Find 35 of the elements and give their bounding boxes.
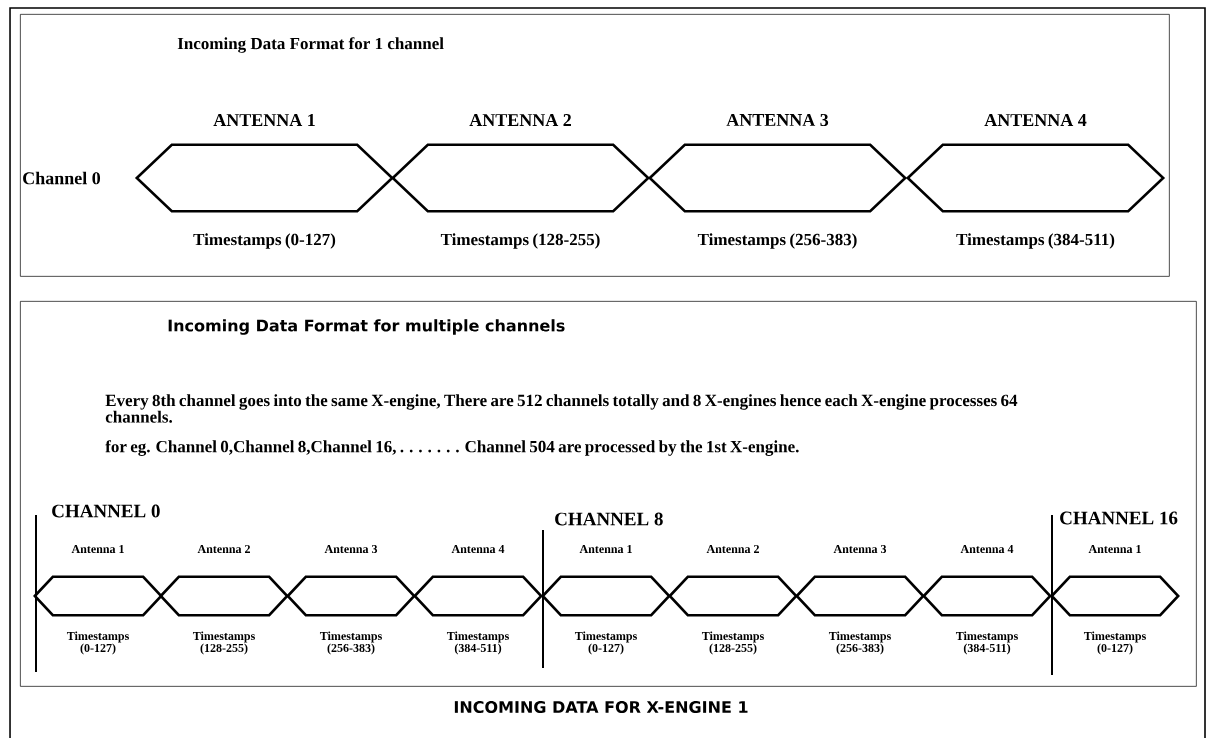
antenna-label: ANTENNA 3 xyxy=(726,113,829,127)
antenna-label: ANTENNA 1 xyxy=(213,114,315,126)
timestamp-label: Timestamps (0-127) xyxy=(66,631,129,655)
timestamp-label: Timestamps (0-127) xyxy=(1083,631,1146,655)
panel-heading: Incoming Data Format for 1 channel xyxy=(177,37,444,53)
timestamp-label: Timestamps (0-127) xyxy=(574,631,637,655)
timestamp-label: Timestamps (384-511) xyxy=(446,631,509,655)
antenna-label: Antenna 1 xyxy=(579,545,632,553)
antenna-label: ANTENNA 4 xyxy=(984,114,1087,126)
channel-label: CHANNEL 0 xyxy=(52,504,160,518)
antenna-label: Antenna 3 xyxy=(324,544,378,553)
antenna-label: Antenna 1 xyxy=(71,545,124,553)
channel-label: CHANNEL 16 xyxy=(1060,511,1178,525)
timestamp-label: Timestamps (128-255) xyxy=(192,631,255,655)
antenna-label: Antenna 4 xyxy=(451,545,505,553)
timestamp-label: Timestamps (256-383) xyxy=(828,631,891,655)
antenna-label: Antenna 4 xyxy=(960,545,1014,553)
antenna-label: Antenna 2 xyxy=(706,544,759,553)
antenna-label: ANTENNA 2 xyxy=(469,114,571,126)
timestamp-label: Timestamps (256-383) xyxy=(319,631,382,655)
antenna-label: Antenna 1 xyxy=(1088,545,1141,553)
antenna-label: Antenna 2 xyxy=(197,544,250,553)
paragraph: for eg. Channel 0,Channel 8,Channel 16, . . . . . . . Channel 504 are processed by the 1st X-engine. xyxy=(105,440,799,456)
panel-heading: Incoming Data Format for multiple channels xyxy=(168,319,565,335)
timestamp-label: Timestamps (128-255) xyxy=(440,233,600,249)
channel-label: CHANNEL 8 xyxy=(555,512,663,526)
timestamp-label: Timestamps (256-383) xyxy=(697,233,857,249)
antenna-label: Antenna 3 xyxy=(833,544,887,553)
timestamp-label: Timestamps (128-255) xyxy=(701,631,764,655)
timestamp-label: Timestamps (384-511) xyxy=(955,631,1018,655)
timestamp-label: Timestamps (0-127) xyxy=(193,233,336,249)
channel-label: Channel 0 xyxy=(23,171,101,185)
paragraph: Every 8th channel goes into the same X-engine, There are 512 channels totally and 8 X-engines hence each X-engine processes 64 channels. xyxy=(105,394,1018,423)
caption: INCOMING DATA FOR X-ENGINE 1 xyxy=(454,700,748,714)
timestamp-label: Timestamps (384-511) xyxy=(956,233,1115,249)
